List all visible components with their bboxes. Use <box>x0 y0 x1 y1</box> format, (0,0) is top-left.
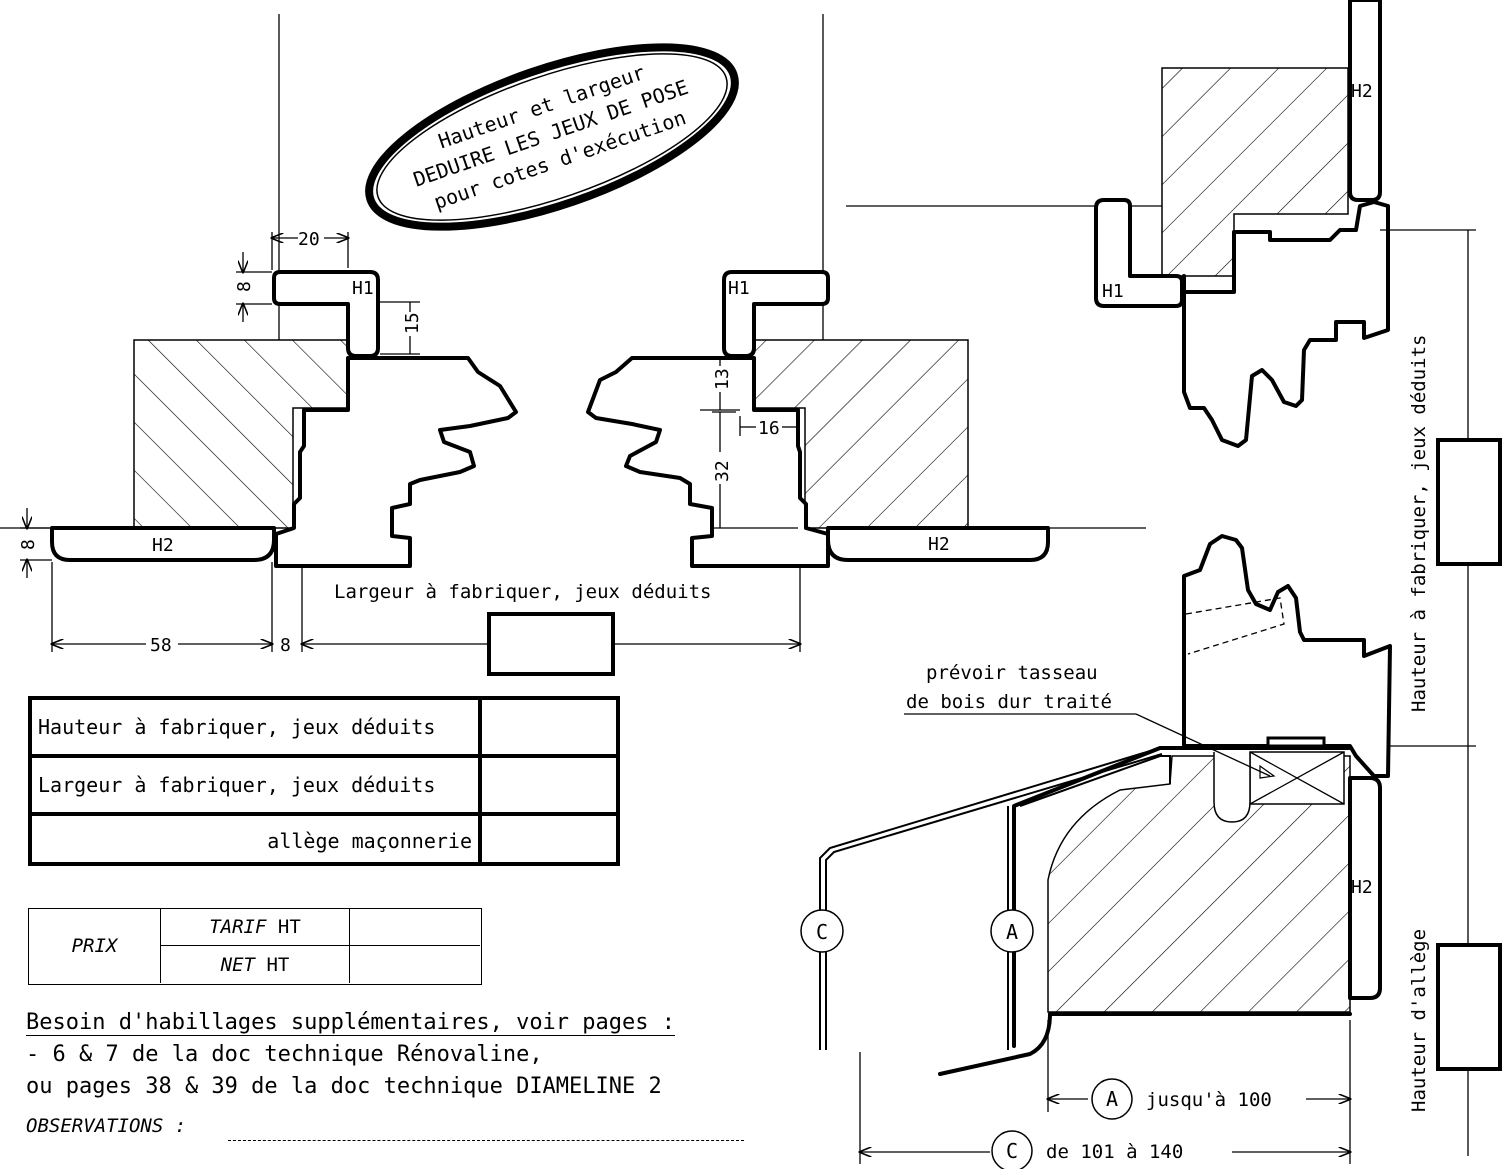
net-italic: NET <box>220 953 255 976</box>
sill-height-label: Hauteur d'allège <box>1408 929 1430 1112</box>
dim-20: 20 <box>298 229 320 250</box>
spec-row-height: Hauteur à fabriquer, jeux déduits <box>32 700 616 758</box>
range-a-text: jusqu'à 100 <box>1146 1089 1272 1111</box>
h2-strip-top <box>1348 0 1382 202</box>
price-label: PRIX <box>29 909 161 983</box>
callout-a: A <box>1006 920 1018 944</box>
net-label: NET HT <box>161 946 350 983</box>
label-h2-left: H2 <box>152 535 174 556</box>
frame-profile-top <box>1182 200 1390 448</box>
spec-value-height[interactable] <box>482 700 616 754</box>
net-suffix: HT <box>266 953 290 976</box>
h1-clip-right <box>722 270 830 358</box>
callout-c-circle <box>800 909 844 953</box>
dim-32: 32 <box>712 460 733 482</box>
spec-label-sill: allège maçonnerie <box>32 816 482 866</box>
label-h2-right: H2 <box>928 534 950 555</box>
notes-line-2: ou pages 38 & 39 de la doc technique DIA… <box>26 1074 662 1099</box>
height-label: Hauteur à fabriquer, jeux déduits <box>1408 335 1430 713</box>
section-label-h2-top: H2 <box>1351 81 1373 102</box>
dim-13: 13 <box>712 368 733 390</box>
spec-label-height: Hauteur à fabriquer, jeux déduits <box>32 700 482 754</box>
range-c-text: de 101 à 140 <box>1046 1141 1183 1163</box>
frame-profile-right <box>586 356 830 568</box>
label-h1-right: H1 <box>728 278 750 299</box>
spec-row-width: Largeur à fabriquer, jeux déduits <box>32 758 616 816</box>
section-label-h1: H1 <box>1102 281 1124 302</box>
dim-8-bottom: 8 <box>280 635 291 656</box>
note-line-2: de bois dur traité <box>906 691 1112 713</box>
tarif-value[interactable] <box>350 909 480 946</box>
observations-label: OBSERVATIONS : <box>26 1115 187 1137</box>
range-c-letter: C <box>1006 1139 1018 1163</box>
h1-clip-left <box>272 270 380 358</box>
label-h1-left: H1 <box>352 278 374 299</box>
notes-line-1: - 6 & 7 de la doc technique Rénovaline, <box>26 1042 543 1067</box>
h2-strip-left <box>50 526 276 562</box>
dim-58: 58 <box>150 635 172 656</box>
spec-value-width[interactable] <box>482 758 616 812</box>
drain-groove <box>1213 752 1251 823</box>
width-label: Largeur à fabriquer, jeux déduits <box>334 581 712 603</box>
h2-strip-right <box>826 526 1050 562</box>
section-label-h2-bottom: H2 <box>1351 877 1373 898</box>
h1-clip-section <box>1094 198 1184 308</box>
net-value[interactable] <box>350 946 480 983</box>
frame-profile-left <box>274 356 518 568</box>
plan-view: H1 H1 H2 H2 20 8 15 8 13 <box>0 14 1146 656</box>
dim-15: 15 <box>402 312 423 334</box>
notes-title: Besoin d'habillages supplémentaires, voi… <box>26 1010 676 1036</box>
note-line-1: prévoir tasseau <box>926 662 1098 684</box>
frame-profile-bottom <box>1182 534 1392 778</box>
h2-strip-bottom <box>1348 776 1382 1000</box>
spec-label-width: Largeur à fabriquer, jeux déduits <box>32 758 482 812</box>
tarif-label: TARIF HT <box>161 909 350 946</box>
height-entry-box[interactable] <box>1436 438 1502 566</box>
callout-c: C <box>816 920 828 944</box>
callout-a-circle <box>990 909 1034 953</box>
range-a-letter: A <box>1106 1087 1118 1111</box>
sill-profile-c <box>819 747 1161 1050</box>
section-view: H2 H1 Hauteur à fabriquer, jeux déduits … <box>800 0 1476 1169</box>
tarif-italic: TARIF <box>209 916 267 938</box>
tarif-suffix: HT <box>277 916 301 938</box>
spec-table: Hauteur à fabriquer, jeux déduits Largeu… <box>28 696 620 866</box>
sill-masonry <box>1047 755 1351 1013</box>
spec-row-sill: allège maçonnerie <box>32 816 616 866</box>
dim-8-top: 8 <box>234 281 255 292</box>
width-entry-box[interactable] <box>487 612 615 676</box>
spec-value-sill[interactable] <box>482 816 616 866</box>
observations-field[interactable] <box>228 1140 744 1141</box>
sill-height-entry-box[interactable] <box>1436 943 1502 1071</box>
stamp: Hauteur et largeur DEDUIRE LES JEUX DE P… <box>365 43 739 231</box>
price-table: PRIX TARIF HT NET HT <box>28 908 482 985</box>
dim-16: 16 <box>758 418 780 439</box>
dim-8-left: 8 <box>18 539 39 550</box>
